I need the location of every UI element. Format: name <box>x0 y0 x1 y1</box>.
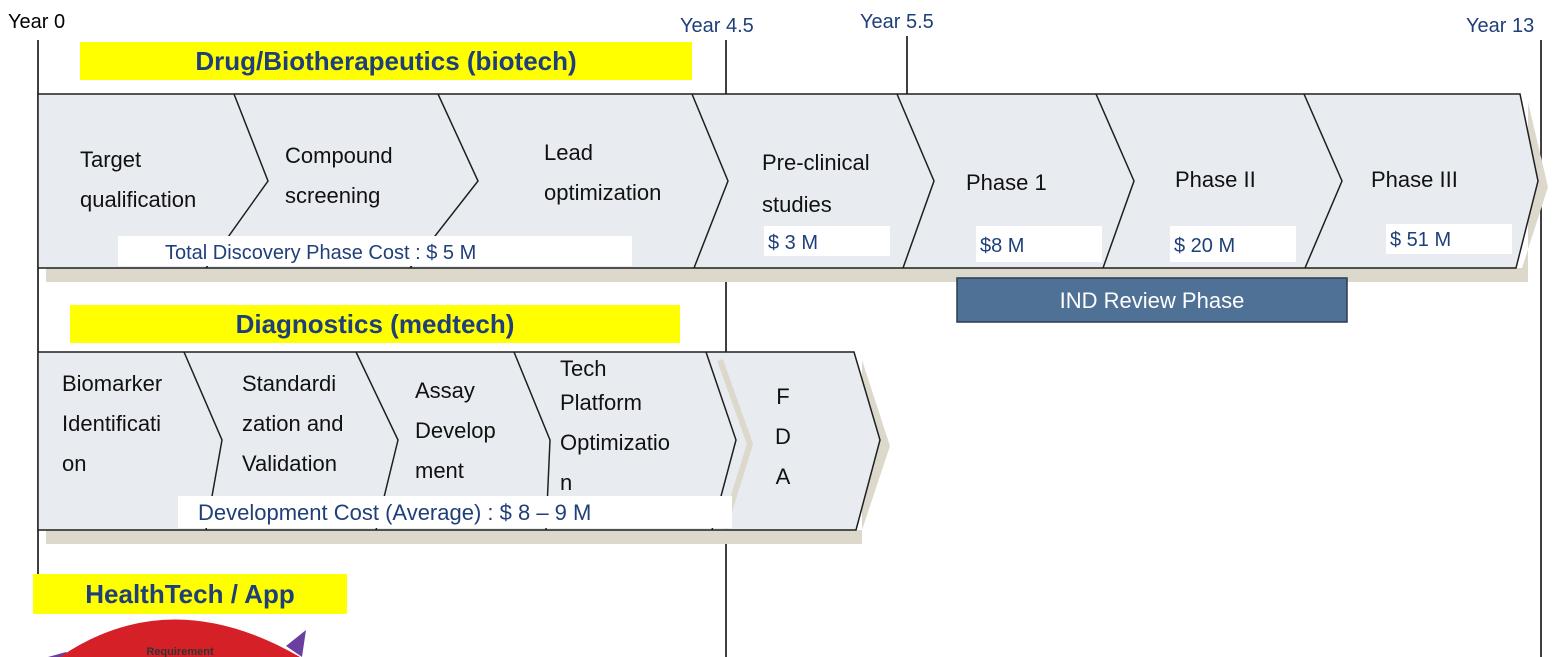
biotech-chevron-divider <box>896 93 935 269</box>
year-4-5-label: Year 4.5 <box>680 15 754 37</box>
medtech-step-label: ment <box>415 458 464 483</box>
medtech-step-label: D <box>775 424 791 449</box>
year-13-label: Year 13 <box>1466 15 1534 37</box>
biotech-band <box>37 93 1539 269</box>
biotech-step-cost: $8 M <box>980 235 1024 257</box>
medtech-step-label: Tech <box>560 356 606 381</box>
healthtech-title: HealthTech / App <box>85 579 294 609</box>
biotech-step-label: studies <box>762 192 832 217</box>
biotech-title-highlight <box>80 42 692 80</box>
biotech-chevron-divider <box>691 93 729 269</box>
biotech-step-cost: $ 3 M <box>768 232 818 254</box>
dev-cost-label: Development Cost (Average) : $ 8 – 9 M <box>198 500 591 525</box>
medtech-step-label: on <box>62 451 86 476</box>
ind-review-bar <box>956 277 1348 323</box>
medtech-step-label: Assay <box>415 378 475 403</box>
medtech-chevron-shadow <box>717 358 754 529</box>
app-cycle-image: Requirement <box>48 619 306 657</box>
biotech-step-cost: $ 51 M <box>1390 229 1451 251</box>
medtech-step-label: Develop <box>415 418 496 443</box>
year-5-5-label: Year 5.5 <box>860 11 934 33</box>
medtech-step-label: Validation <box>242 451 337 476</box>
biotech-cost-box <box>976 226 1102 262</box>
biotech-step-label: qualification <box>80 187 196 212</box>
biotech-chevron-band: Target qualification Compound screening Lead… <box>37 93 1548 282</box>
biotech-step-cost: $ 20 M <box>1174 235 1235 257</box>
medtech-step-label: Platform <box>560 390 642 415</box>
year-0-label: Year 0 <box>8 11 65 33</box>
medtech-step-label: n <box>560 470 572 495</box>
medtech-step-label: Optimizatio <box>560 430 670 455</box>
ind-review-label: IND Review Phase <box>1060 288 1245 313</box>
discovery-cost-label: Total Discovery Phase Cost : $ 5 M <box>165 242 476 264</box>
medtech-title-highlight <box>70 305 680 343</box>
biotech-step-label: Phase II <box>1175 167 1256 192</box>
biotech-title: Drug/Biotherapeutics (biotech) <box>195 46 576 76</box>
medtech-band <box>37 351 881 531</box>
app-cycle-caption: Requirement <box>146 646 214 657</box>
medtech-step-label: A <box>776 464 791 489</box>
biotech-step-label: Phase 1 <box>966 170 1047 195</box>
medtech-step-label: Identificati <box>62 411 161 436</box>
biotech-step-label: screening <box>285 183 380 208</box>
biotech-step-label: optimization <box>544 180 661 205</box>
biotech-step-label: Pre-clinical <box>762 150 870 175</box>
dev-cost-box <box>178 496 732 528</box>
medtech-step-label: Standardi <box>242 371 336 396</box>
medtech-step-label: zation and <box>242 411 344 436</box>
medtech-title: Diagnostics (medtech) <box>236 309 515 339</box>
biotech-step-label: Compound <box>285 143 393 168</box>
biotech-step-label: Target <box>80 147 141 172</box>
biotech-step-label: Lead <box>544 140 593 165</box>
biotech-cost-box <box>1170 226 1296 262</box>
biotech-cost-box <box>1386 224 1512 254</box>
healthtech-title-highlight <box>33 574 347 614</box>
medtech-step-label: F <box>776 384 789 409</box>
biotech-chevron-divider <box>1095 93 1135 269</box>
medtech-step-label: Biomarker <box>62 371 162 396</box>
biotech-step-label: Phase III <box>1371 167 1458 192</box>
discovery-cost-box <box>118 236 632 266</box>
biotech-cost-box <box>764 226 890 256</box>
biotech-chevron-divider <box>1303 93 1343 269</box>
